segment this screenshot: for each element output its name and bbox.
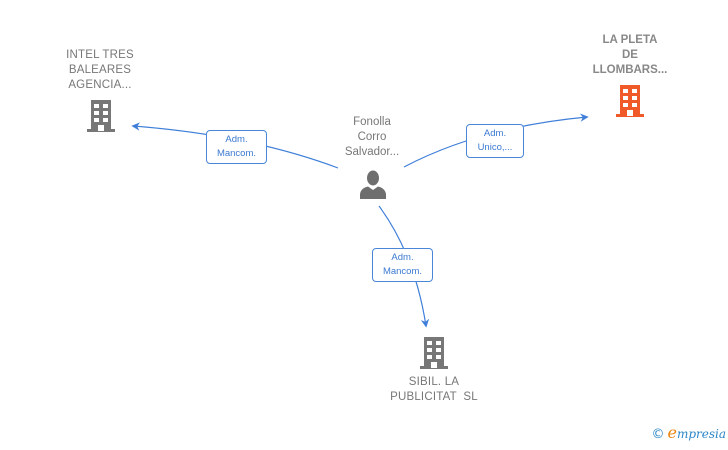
edge-label-person-to-sibil[interactable]: Adm. Mancom.: [372, 248, 433, 282]
node-label-line: Corro: [357, 131, 387, 143]
edge-label-person-to-intel[interactable]: Adm. Mancom.: [206, 130, 267, 164]
node-label-fonolla-corro-salvador[interactable]: Fonolla Corro Salvador...: [312, 115, 432, 160]
node-label-line: AGENCIA...: [68, 79, 132, 91]
node-label-line: BALEARES: [68, 64, 132, 76]
node-label-line: DE: [622, 49, 638, 61]
edge-label-line: Adm.: [225, 134, 248, 145]
empresia-watermark: ©empresia: [651, 423, 726, 442]
node-label-line: INTEL TRES: [66, 49, 134, 61]
node-label-line: LA PLETA: [602, 34, 658, 46]
building-icon[interactable]: [85, 98, 117, 134]
edge-label-line: Adm.: [391, 252, 414, 263]
node-label-intel-tres-baleares[interactable]: INTEL TRES BALEARES AGENCIA...: [40, 48, 160, 93]
edge-label-line: Mancom.: [382, 266, 423, 277]
node-label-line: PUBLICITAT SL: [390, 391, 478, 403]
copyright-icon: ©: [651, 427, 665, 442]
building-icon-focus[interactable]: [614, 83, 646, 119]
node-label-line: Salvador...: [344, 146, 400, 158]
node-label-line: LLOMBARS...: [592, 64, 668, 76]
edge-label-line: Mancom.: [216, 148, 257, 159]
brand-logo-e: e: [667, 423, 677, 442]
edge-label-line: Adm.: [483, 128, 507, 139]
node-label-la-pleta-de-llombars[interactable]: LA PLETA DE LLOMBARS...: [570, 33, 690, 78]
edge-label-person-to-pleta[interactable]: Adm. Unico,...: [466, 124, 524, 158]
person-icon[interactable]: [358, 169, 388, 201]
building-icon[interactable]: [418, 335, 450, 371]
node-label-sibil-la-publicitat[interactable]: SIBIL. LA PUBLICITAT SL: [374, 375, 494, 405]
brand-logo-text: mpresia: [676, 427, 726, 441]
edge-label-line: Unico,...: [477, 142, 513, 153]
node-label-line: Fonolla: [353, 116, 391, 128]
node-label-line: SIBIL. LA: [408, 376, 460, 388]
